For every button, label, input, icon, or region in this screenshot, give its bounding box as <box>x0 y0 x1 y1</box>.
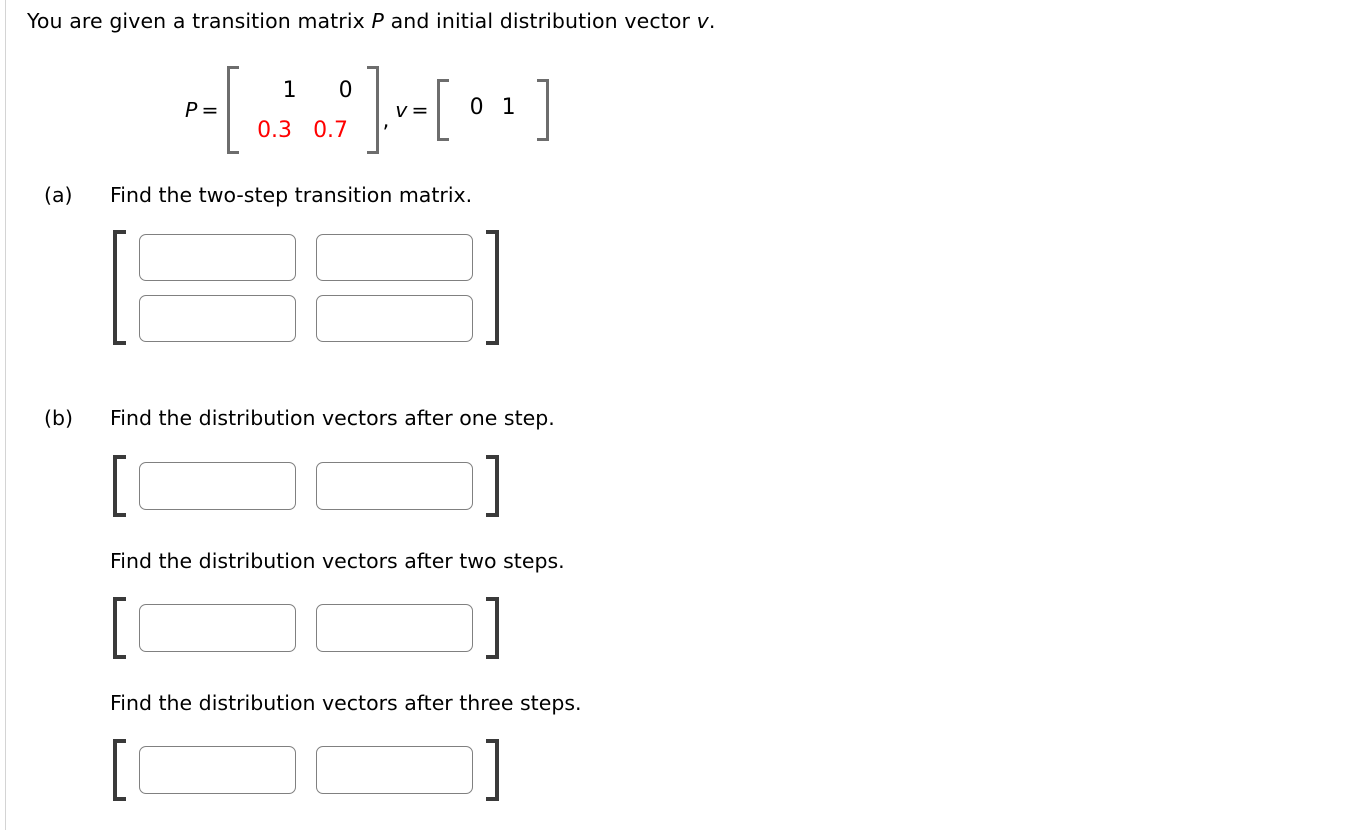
p-cell-r2c2: 0.7 <box>313 117 349 143</box>
v-vector: 0 1 <box>436 79 549 141</box>
answer-input-b1-c2[interactable] <box>316 462 473 510</box>
answer-vector-right-bracket <box>486 597 499 659</box>
part-b-two-steps-vector <box>113 597 499 659</box>
part-a-answer-matrix <box>113 230 499 345</box>
part-b-label: (b) <box>44 406 74 430</box>
p-matrix: 1 0 0.3 0.7 <box>226 66 379 154</box>
problem-statement-text-3: . <box>708 9 716 33</box>
v-vector-left-bracket <box>436 79 449 141</box>
page-gutter-rule <box>5 0 6 830</box>
p-matrix-right-bracket <box>366 66 379 154</box>
answer-vector-row <box>139 604 473 652</box>
problem-statement-text-1: You are given a transition matrix <box>27 9 372 33</box>
problem-statement: You are given a transition matrix P and … <box>27 7 715 35</box>
v-equals-sign: = <box>411 98 429 122</box>
v-cell-1: 0 <box>469 94 484 120</box>
p-cell-r1c1: 1 <box>282 77 297 103</box>
part-b-three-steps-question: Find the distribution vectors after thre… <box>110 691 582 715</box>
answer-vector-right-bracket <box>486 455 499 517</box>
answer-input-b3-c2[interactable] <box>316 746 473 794</box>
v-vector-label: v <box>395 98 408 122</box>
p-equals-sign: = <box>201 98 219 122</box>
part-b-two-steps-question: Find the distribution vectors after two … <box>110 549 565 573</box>
answer-input-b2-c2[interactable] <box>316 604 473 652</box>
p-matrix-row: 1 0 <box>247 70 359 110</box>
answer-matrix-body <box>133 230 479 345</box>
answer-vector-row <box>139 462 473 510</box>
answer-input-a-r2c1[interactable] <box>139 294 296 342</box>
p-matrix-body: 1 0 0.3 0.7 <box>241 66 365 154</box>
answer-input-a-r2c2[interactable] <box>316 294 473 342</box>
answer-vector-body <box>133 739 479 801</box>
answer-input-a-r1c1[interactable] <box>139 233 296 281</box>
symbol-p: P <box>371 9 384 33</box>
v-vector-body: 0 1 <box>451 79 535 135</box>
answer-vector-left-bracket <box>113 455 126 517</box>
v-cell-2: 1 <box>501 94 516 120</box>
answer-matrix-row <box>139 294 473 342</box>
p-matrix-left-bracket <box>226 66 239 154</box>
part-b-one-step-vector <box>113 455 499 517</box>
answer-input-a-r1c2[interactable] <box>316 233 473 281</box>
symbol-v: v <box>696 9 709 33</box>
matrix-separator-comma: , <box>382 108 390 132</box>
answer-input-b1-c1[interactable] <box>139 462 296 510</box>
part-a-label: (a) <box>44 183 73 207</box>
part-b-three-steps-vector <box>113 739 499 801</box>
answer-matrix-row <box>139 233 473 281</box>
v-vector-right-bracket <box>536 79 549 141</box>
answer-matrix-right-bracket <box>486 230 499 345</box>
p-matrix-label: P <box>185 98 198 122</box>
answer-input-b3-c1[interactable] <box>139 746 296 794</box>
answer-vector-row <box>139 746 473 794</box>
given-matrices: P = 1 0 0.3 0.7 , v = 0 1 <box>185 62 549 158</box>
answer-vector-left-bracket <box>113 597 126 659</box>
answer-vector-right-bracket <box>486 739 499 801</box>
answer-input-b2-c1[interactable] <box>139 604 296 652</box>
answer-matrix-left-bracket <box>113 230 126 345</box>
p-cell-r1c2: 0 <box>338 77 353 103</box>
p-cell-r2c1: 0.3 <box>257 117 293 143</box>
part-b-question: Find the distribution vectors after one … <box>110 406 555 430</box>
problem-statement-text-2: and initial distribution vector <box>383 9 697 33</box>
part-a-question: Find the two-step transition matrix. <box>110 183 473 207</box>
answer-vector-left-bracket <box>113 739 126 801</box>
p-matrix-row: 0.3 0.7 <box>247 110 359 150</box>
answer-vector-body <box>133 455 479 517</box>
answer-vector-body <box>133 597 479 659</box>
